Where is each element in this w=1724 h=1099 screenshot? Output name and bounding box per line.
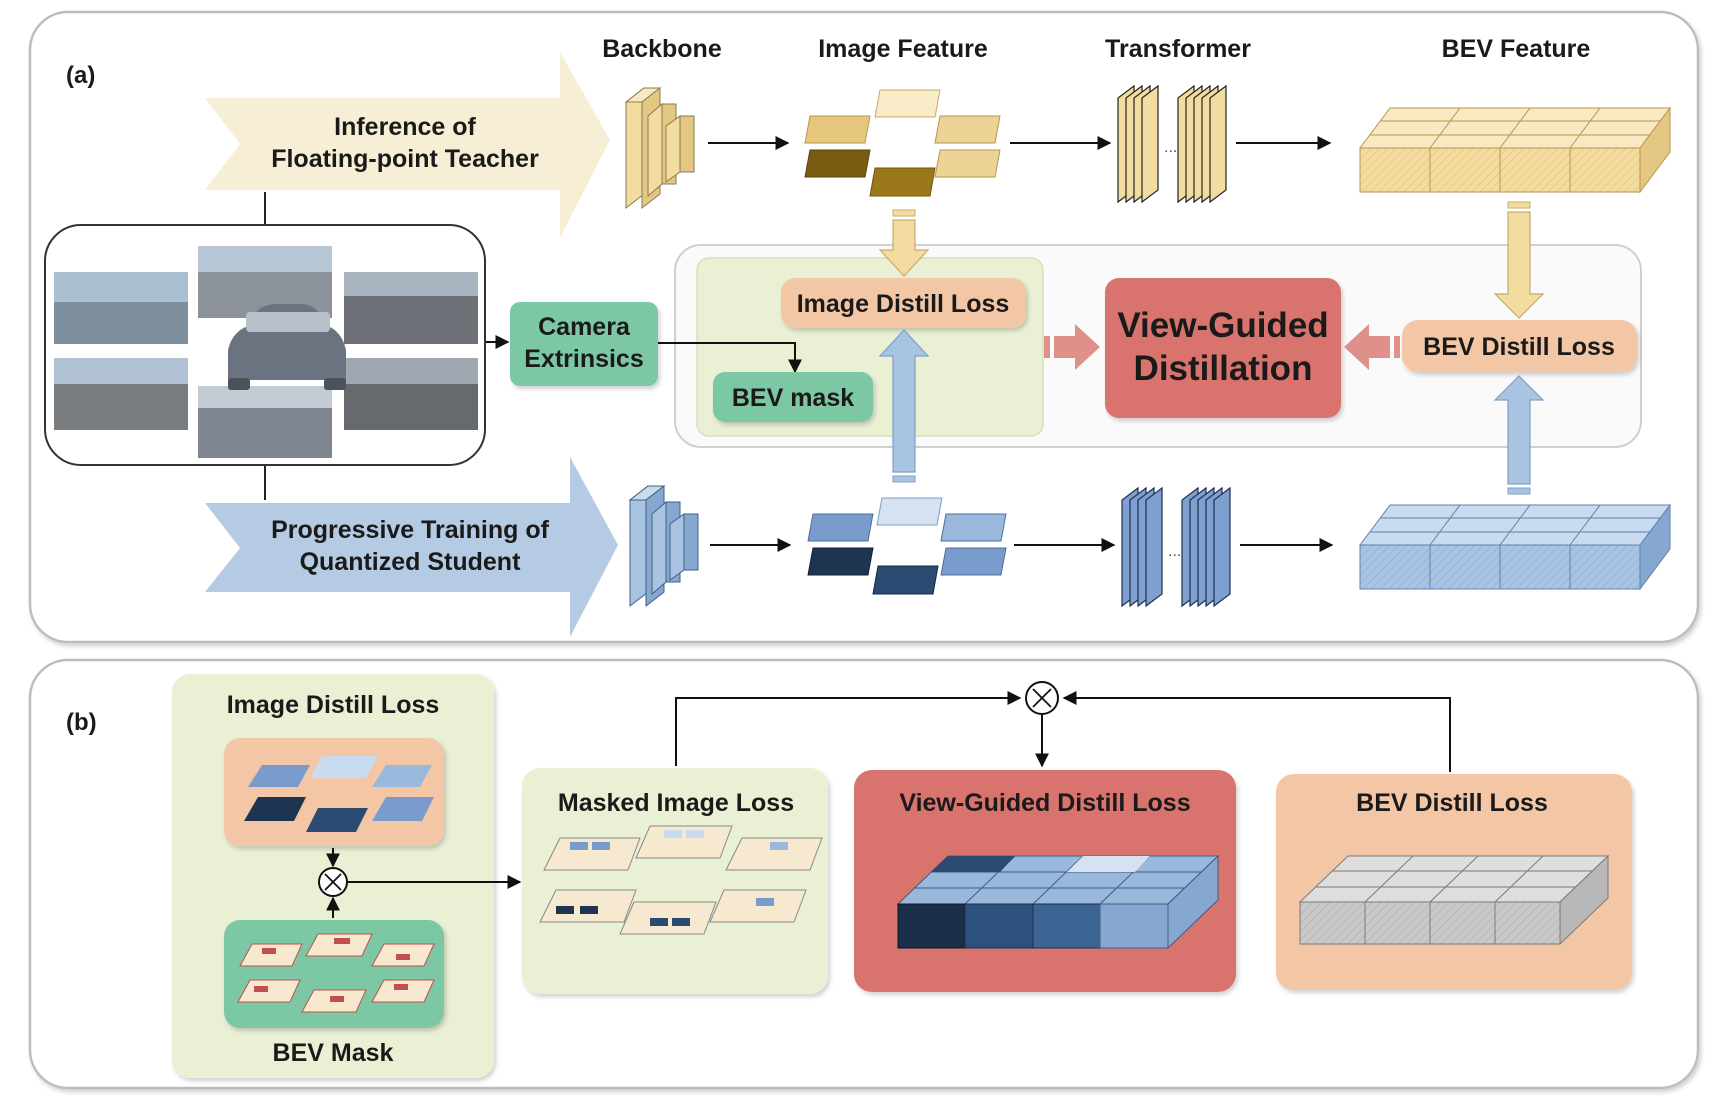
heading-transformer: Transformer [1105,35,1251,63]
image-distill-loss-title: Image Distill Loss [227,691,440,719]
svg-text:...: ... [1164,139,1177,156]
multi-view-camera-images [44,224,486,466]
teacher-transformer: ... [1117,84,1227,204]
panel-b-tag: (b) [66,709,97,736]
svg-text:Inference of: Inference of [334,113,476,141]
car-icon [228,304,346,390]
student-image-feature [807,497,1007,595]
view-guided-distillation-box: View-Guided Distillation [1105,278,1341,418]
view-guided-distill-loss-title: View-Guided Distill Loss [899,789,1190,817]
heading-bev-feature: BEV Feature [1442,35,1591,63]
masked-image-loss-panel [522,768,828,994]
bev-mask-title: BEV Mask [273,1039,394,1067]
blue-up-arrow-bev [1493,375,1545,495]
view-guided-loss-cube [896,854,1220,950]
heading-backbone: Backbone [602,35,722,63]
red-arrow-right [1344,324,1400,370]
masked-image-grids [539,825,823,935]
heading-image-feature: Image Feature [818,35,988,63]
image-distill-loss-box: Image Distill Loss [781,278,1026,328]
bev-mask-card [224,920,444,1028]
svg-text:Progressive Training of: Progressive Training of [271,516,550,544]
yellow-down-arrow-bev [1493,201,1545,319]
student-transformer: ... [1121,486,1231,608]
svg-text:Distillation: Distillation [1134,349,1313,388]
svg-text:BEV mask: BEV mask [732,384,854,412]
svg-text:...: ... [1168,543,1181,560]
masked-image-loss-title: Masked Image Loss [558,789,794,817]
teacher-image-feature [804,89,1001,197]
svg-text:Camera: Camera [538,313,631,341]
student-arrow: Progressive Training of Quantized Studen… [205,457,618,637]
panel-a-tag: (a) [66,62,95,89]
student-bev-feature [1359,503,1671,591]
red-arrow-left [1044,324,1100,370]
svg-text:View-Guided: View-Guided [1117,306,1328,345]
bev-loss-cube [1298,854,1610,946]
teacher-bev-feature [1359,106,1671,194]
teacher-backbone [624,86,695,210]
multiply-icon-top [1025,681,1059,715]
student-backbone [628,484,699,608]
teacher-arrow: Inference of Floating-point Teacher [205,52,610,238]
svg-text:Quantized Student: Quantized Student [300,548,522,576]
camera-extrinsics-box: Camera Extrinsics [510,302,658,386]
svg-text:Floating-point Teacher: Floating-point Teacher [271,145,539,173]
yellow-down-arrow-image [878,209,930,277]
blue-up-arrow-image [878,329,930,483]
svg-text:Extrinsics: Extrinsics [524,345,644,373]
image-loss-feature-card [224,738,444,846]
svg-text:Image Distill Loss: Image Distill Loss [797,290,1010,318]
bev-distill-loss-title: BEV Distill Loss [1356,789,1548,817]
bev-mask-box: BEV mask [713,372,873,422]
multiply-icon-left [318,867,348,897]
svg-text:BEV Distill Loss: BEV Distill Loss [1423,333,1615,361]
bev-distill-loss-box: BEV Distill Loss [1402,320,1637,372]
